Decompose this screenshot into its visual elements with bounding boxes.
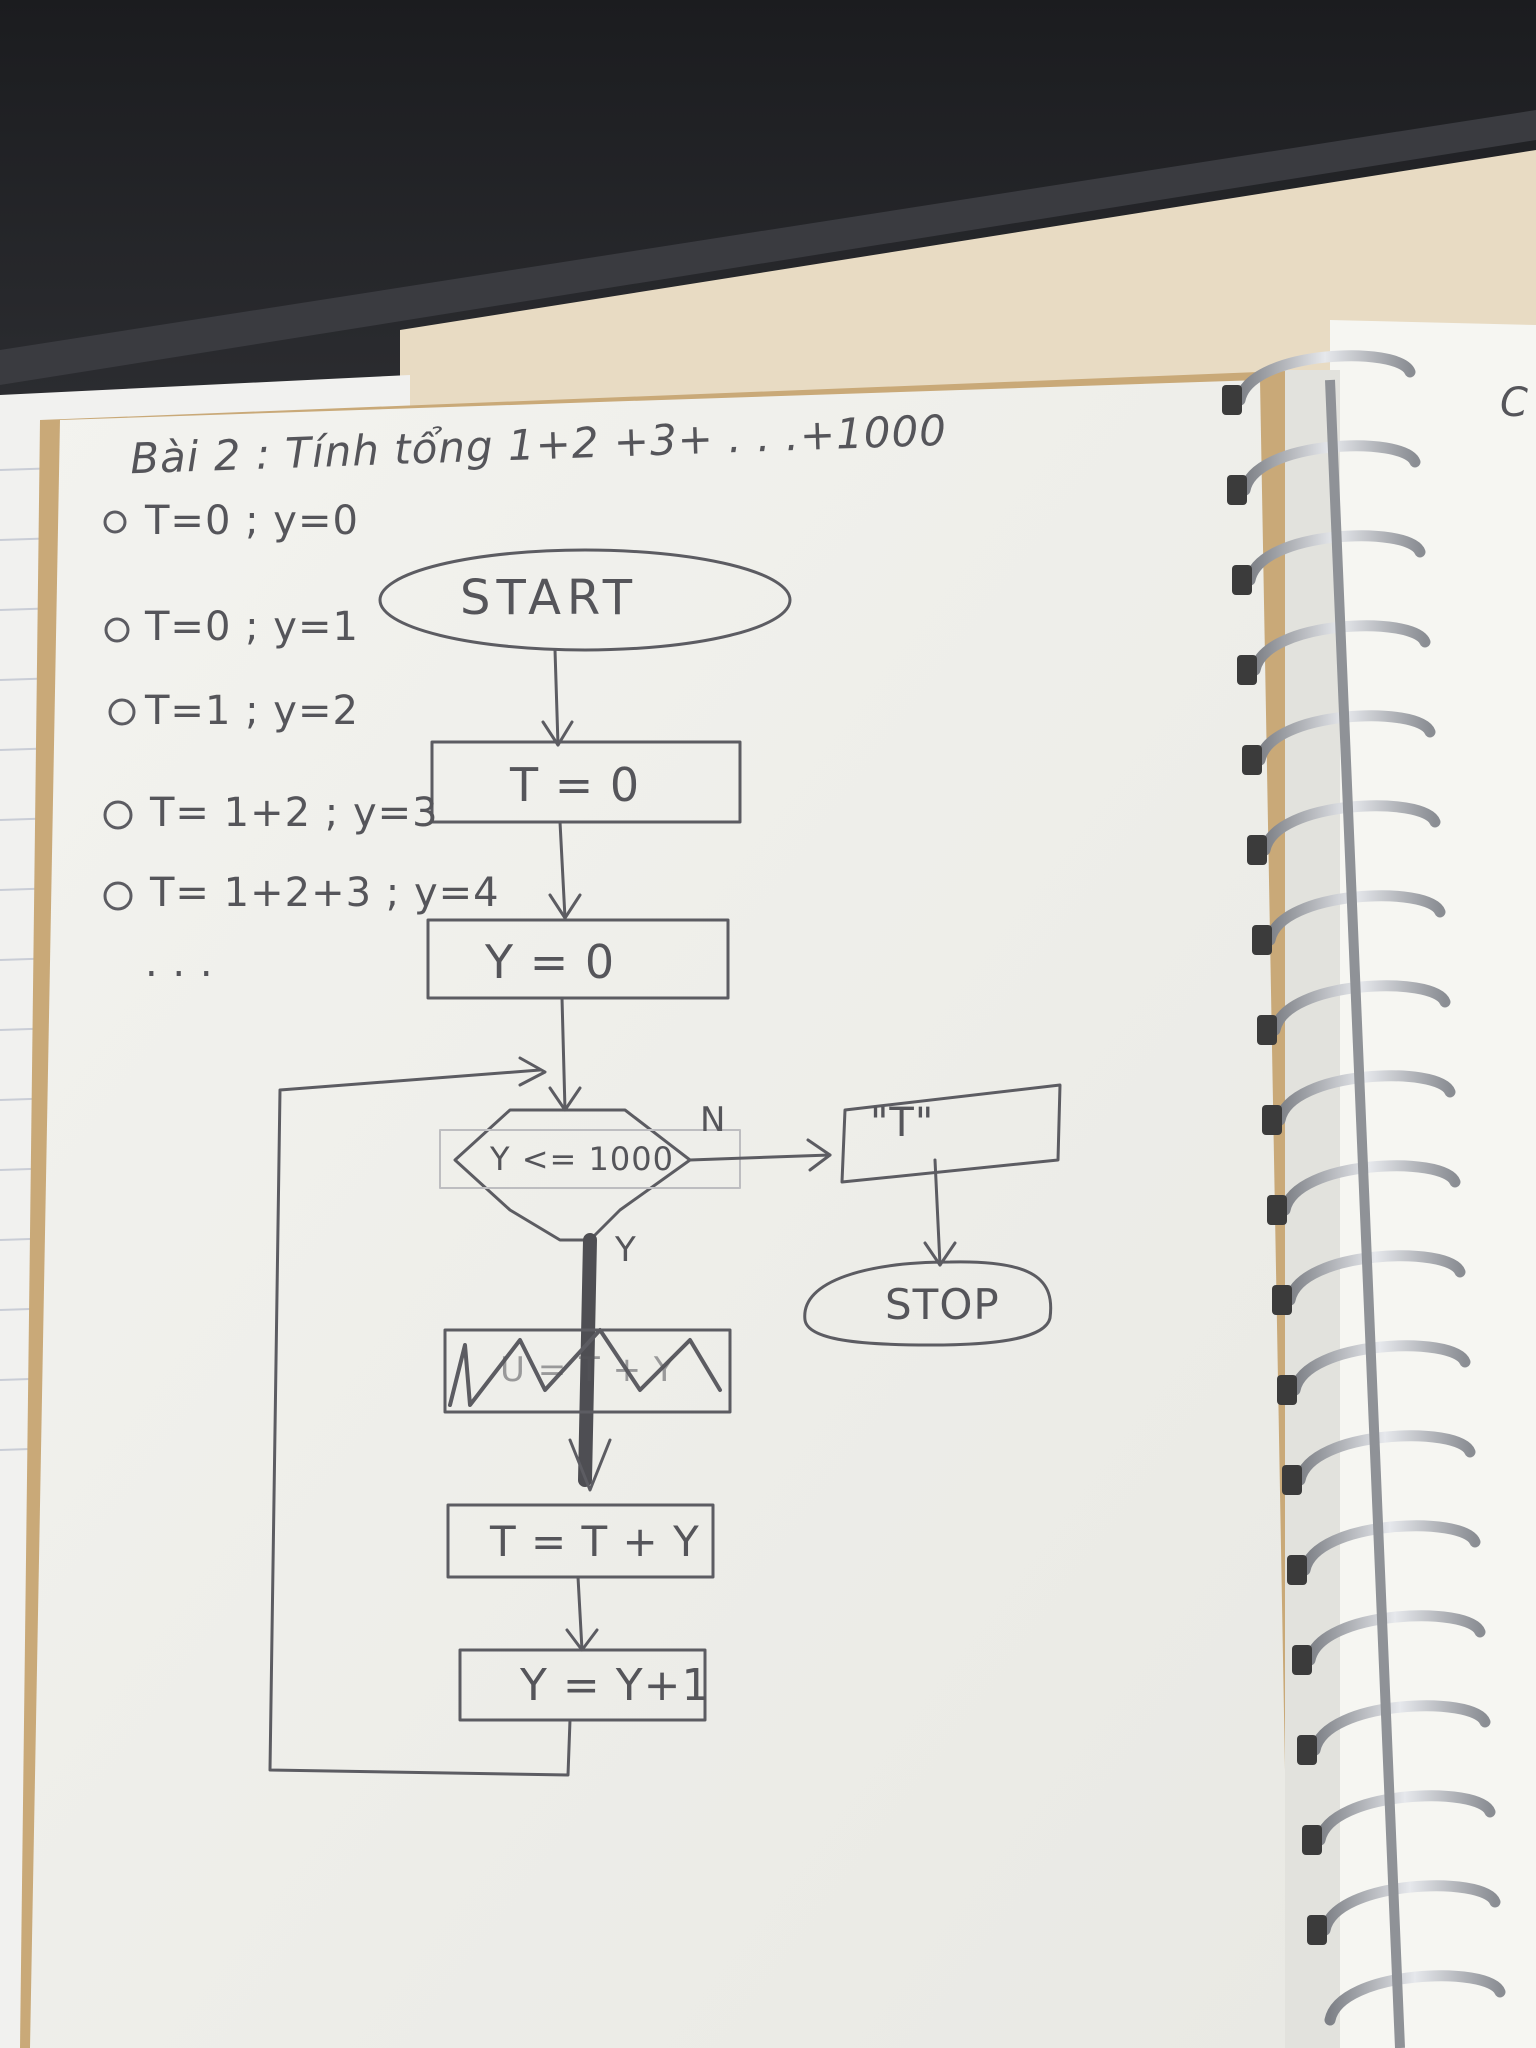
flow-arrow [558, 820, 567, 920]
arrowhead [541, 720, 574, 747]
update-t-box [446, 1503, 715, 1579]
spiral-ring [1304, 1610, 1486, 1666]
yes-branch-line [578, 1233, 597, 1487]
condition-label: Y <= 1000 [490, 1140, 674, 1178]
spiral-ring [1314, 1790, 1496, 1846]
spiral-ring [1309, 1700, 1491, 1756]
flow-arrow [560, 996, 567, 1112]
bullet-mark [103, 881, 133, 911]
spiral-ring [1324, 1970, 1506, 2026]
start-label: START [460, 570, 639, 626]
arrowhead [923, 1241, 957, 1267]
trace-line-5: T= 1+2+3 ; y=4 [150, 870, 500, 916]
bullet-mark [103, 510, 127, 534]
trace-line-1: T=0 ; y=0 [145, 498, 359, 544]
no-branch-label: N [700, 1100, 727, 1140]
stop-terminal [803, 1260, 1053, 1347]
spiral-rod [1325, 379, 1405, 2048]
init-t-label: T = 0 [510, 758, 641, 812]
arrowhead [568, 1438, 612, 1492]
init-y-box [426, 918, 730, 1000]
spiral-ring [1319, 1880, 1501, 1936]
binding-holes [1222, 385, 1327, 1945]
bullet-mark [104, 617, 130, 643]
spiral-ring [1289, 1340, 1471, 1396]
trace-line-4: T= 1+2 ; y=3 [150, 790, 439, 836]
loop-back-line [268, 1068, 572, 1777]
condition-diamond [453, 1108, 692, 1242]
trace-line-2: T=0 ; y=1 [145, 604, 359, 650]
arrowhead [518, 1056, 547, 1087]
spiral-ring [1284, 1250, 1466, 1306]
output-label: "T" [870, 1100, 935, 1146]
spiral-ring [1279, 1160, 1461, 1216]
flow-arrow [576, 1575, 584, 1652]
update-y-label: Y = Y+1 [520, 1660, 711, 1711]
start-terminal [378, 548, 792, 652]
arrowhead [548, 893, 582, 920]
update-y-box [458, 1648, 707, 1722]
init-t-box [430, 740, 742, 824]
flow-arrow [553, 648, 560, 747]
bullet-mark [108, 698, 136, 726]
trace-line-3: T=1 ; y=2 [145, 688, 359, 734]
trace-ellipsis: . . . [145, 940, 214, 986]
struck-box-label: U = T + Y [500, 1350, 676, 1390]
output-box [840, 1083, 1062, 1184]
right-page-edge-text: C [1500, 380, 1529, 426]
desk-surface [400, 150, 1536, 420]
spiral-ring [1234, 350, 1416, 406]
update-t-label: T = T + Y [490, 1517, 700, 1566]
struck-box [443, 1328, 732, 1414]
init-y-label: Y = 0 [485, 935, 616, 989]
spiral-ring [1274, 1070, 1456, 1126]
flowchart [103, 510, 1062, 1777]
spiral-ring [1299, 1520, 1481, 1576]
bullet-mark [103, 800, 133, 830]
page-edge-shadow [1285, 370, 1340, 2048]
left-notebook-page [30, 380, 1290, 2048]
yes-branch-label: Y [615, 1230, 637, 1270]
flow-arrow [933, 1158, 942, 1267]
laptop-hinge [0, 110, 1536, 385]
stop-label: STOP [885, 1280, 1000, 1329]
arrowhead [806, 1138, 832, 1172]
no-branch-arrow [688, 1153, 832, 1162]
strike-scribble [448, 1328, 722, 1407]
spiral-ring [1294, 1430, 1476, 1486]
